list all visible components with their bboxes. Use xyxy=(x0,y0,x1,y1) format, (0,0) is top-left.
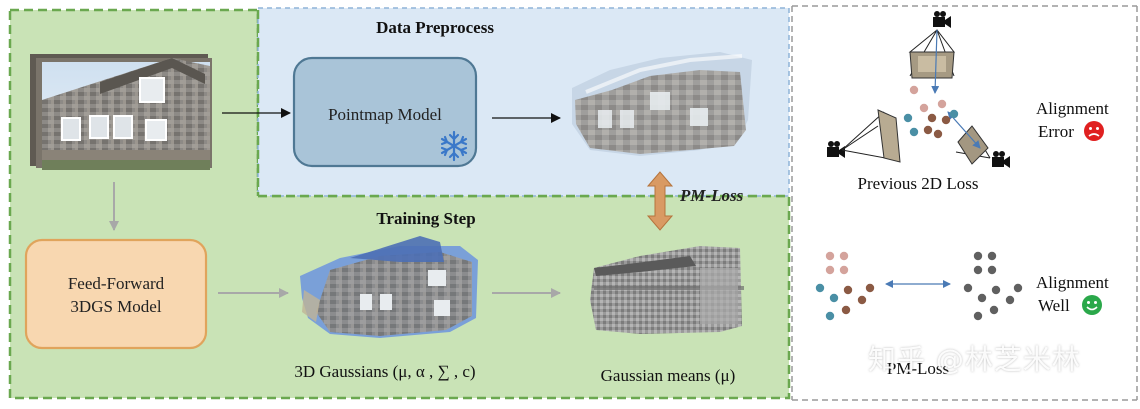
point-dot xyxy=(941,115,951,125)
pm-loss-right-points xyxy=(963,251,1023,321)
point-dot xyxy=(991,285,1001,295)
point-dot xyxy=(927,113,937,123)
gaussian-means-image xyxy=(590,246,744,334)
pm-loss-left-points xyxy=(815,251,875,321)
video-camera-icon xyxy=(933,11,951,28)
point-dot xyxy=(909,85,919,95)
point-dot xyxy=(973,311,983,321)
pointmap-model-label: Pointmap Model xyxy=(328,105,442,124)
point-dot xyxy=(989,305,999,315)
point-dot xyxy=(841,305,851,315)
feed-forward-3dgs-node xyxy=(24,238,208,350)
point-dot xyxy=(857,295,867,305)
alignment-well-line2: Well xyxy=(1038,296,1070,315)
training-step-title: Training Step xyxy=(376,209,475,228)
point-dot xyxy=(987,251,997,261)
pm-loss-right-label: PM-Loss xyxy=(887,359,949,378)
gaussians-label: 3D Gaussians (μ, α , ∑ , c) xyxy=(294,362,475,381)
feed-forward-label-line2: 3DGS Model xyxy=(70,297,161,316)
point-dot xyxy=(843,285,853,295)
alignment-well-line1: Alignment xyxy=(1036,273,1109,292)
gaussians-image xyxy=(300,236,478,338)
previous-loss-points xyxy=(903,85,959,139)
point-dot xyxy=(825,311,835,321)
point-dot xyxy=(829,293,839,303)
pointmap-result-image xyxy=(572,52,752,156)
point-dot xyxy=(839,265,849,275)
point-dot xyxy=(1005,295,1015,305)
pm-loss-main-label: PM-Loss xyxy=(679,186,744,205)
point-dot xyxy=(937,99,947,109)
point-dot xyxy=(977,293,987,303)
point-dot xyxy=(933,129,943,139)
point-dot xyxy=(949,109,959,119)
happy-face-icon xyxy=(1082,295,1102,315)
point-dot xyxy=(973,265,983,275)
video-camera-icon xyxy=(992,151,1010,168)
point-dot xyxy=(919,103,929,113)
snowflake-icon xyxy=(440,130,468,162)
sad-face-icon xyxy=(1084,121,1104,141)
point-dot xyxy=(987,265,997,275)
alignment-error-line1: Alignment xyxy=(1036,99,1109,118)
point-dot xyxy=(825,251,835,261)
point-dot xyxy=(865,283,875,293)
previous-2d-loss-illustration xyxy=(827,11,1010,168)
point-dot xyxy=(909,127,919,137)
point-dot xyxy=(963,283,973,293)
video-camera-icon xyxy=(827,141,845,158)
watermark: 知乎 @林芝米林 xyxy=(868,343,1081,376)
previous-2d-loss-label: Previous 2D Loss xyxy=(858,174,979,193)
point-dot xyxy=(903,113,913,123)
point-dot xyxy=(815,283,825,293)
gaussian-means-label: Gaussian means (μ) xyxy=(601,366,736,385)
input-image-stack xyxy=(30,54,212,170)
point-dot xyxy=(973,251,983,261)
alignment-error-line2: Error xyxy=(1038,122,1074,141)
point-dot xyxy=(923,125,933,135)
pointmap-model-node xyxy=(292,56,478,168)
point-dot xyxy=(839,251,849,261)
data-preprocess-title: Data Preprocess xyxy=(376,18,494,37)
point-dot xyxy=(1013,283,1023,293)
feed-forward-label-line1: Feed-Forward xyxy=(68,274,165,293)
point-dot xyxy=(825,265,835,275)
pm-loss-double-arrow xyxy=(646,171,674,231)
